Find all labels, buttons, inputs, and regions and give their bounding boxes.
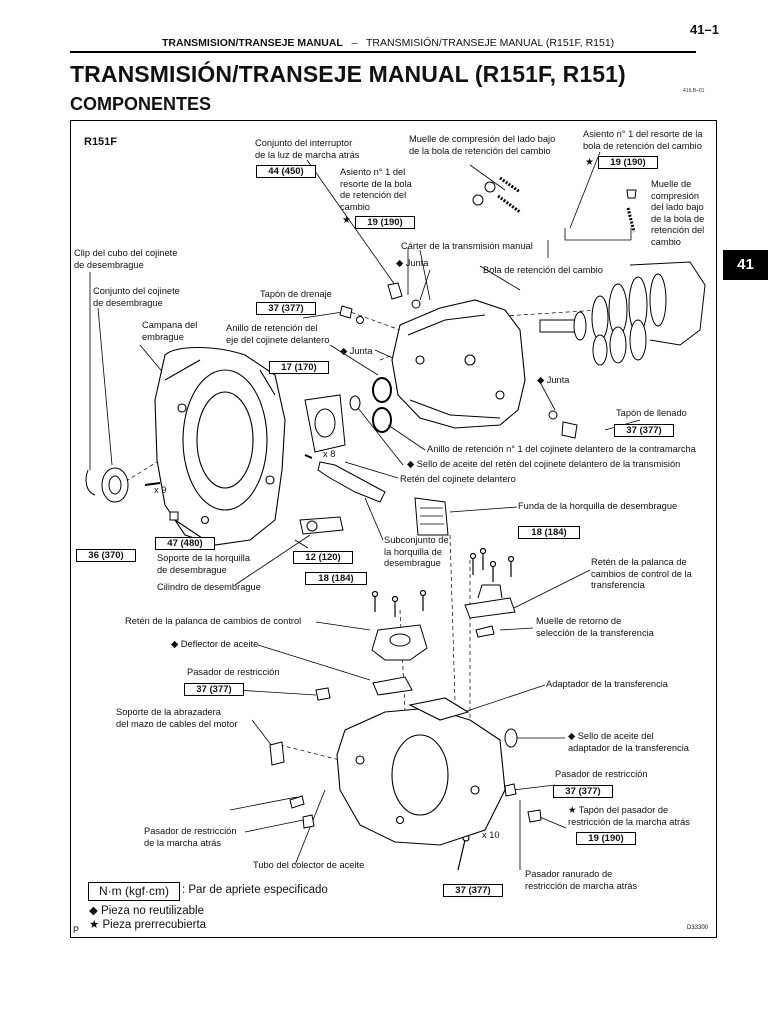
section-subtitle: COMPONENTES	[70, 94, 212, 114]
corner-letter: P	[73, 925, 80, 935]
torque-restrict-pin-2: 37 (377)	[553, 785, 613, 798]
torque-drain-plug: 37 (377)	[256, 302, 316, 315]
label-spring-seat-right: Asiento n° 1 del resorte de la bola de r…	[583, 129, 703, 151]
label-fork-support: Soporte de la horquilla de desembrague	[157, 553, 251, 575]
torque-spring-seat-mid: 19 (190)	[355, 216, 415, 229]
label-gasket-3: ◆ Junta	[537, 375, 570, 385]
label-drain-plug: Tapón de drenaje	[260, 289, 332, 299]
label-transmission-case: Cárter de la transmisión manual	[401, 241, 533, 251]
label-transfer-return-spring: Muelle de retorno de selección de la tra…	[536, 616, 654, 638]
label-gasket-1: ◆ Junta	[396, 258, 429, 268]
star-mark-mid: ★	[342, 215, 351, 226]
label-oil-deflector: ◆ Deflector de aceite	[171, 639, 259, 649]
label-adapter-oil-seal: ◆ Sello de aceite del adaptador de la tr…	[568, 731, 689, 753]
label-front-retainer-oil-seal: ◆ Sello de aceite del retén del cojinete…	[407, 459, 681, 469]
header-right: TRANSMISIÓN/TRANSEJE MANUAL (R151F, R151…	[366, 37, 615, 49]
label-oil-receiver-pipe: Tubo del colector de aceite	[253, 860, 365, 870]
torque-case-bolts: 37 (377)	[443, 884, 503, 897]
figure-frame	[70, 120, 717, 938]
torque-reverse-pin-plug: 19 (190)	[576, 832, 636, 845]
torque-filler-plug: 37 (377)	[614, 424, 674, 437]
torque-reverse-switch: 44 (450)	[256, 165, 316, 178]
model-label: R151F	[84, 136, 118, 148]
reference-code: 41ILB–01	[683, 88, 705, 94]
label-reverse-pin-plug: ★ Tapón del pasador de restricción de la…	[568, 805, 690, 827]
label-reverse-switch: Conjunto del interruptor de la luz de ma…	[255, 138, 360, 160]
header-separator: –	[351, 37, 358, 49]
label-front-bearing-retainer: Retén del cojinete delantero	[400, 474, 516, 484]
legend-non-reusable: ◆ Pieza no reutilizable	[89, 905, 204, 917]
running-header: TRANSMISION/TRANSEJE MANUAL – TRANSMISIÓ…	[162, 37, 614, 49]
label-restrict-pin: Pasador de restricción	[187, 667, 280, 677]
torque-spring-seat-right: 19 (190)	[598, 156, 658, 169]
label-reverse-restrict-pin: Pasador de restricción de la marcha atrá…	[144, 826, 237, 848]
label-low-side-spring-right: Muelle de compresión del lado bajo de la…	[651, 179, 705, 247]
label-release-fork-subassembly: Subconjunto de la horquilla de desembrag…	[384, 535, 449, 569]
label-filler-plug: Tapón de llenado	[616, 408, 687, 418]
torque-restrict-pin: 37 (377)	[184, 683, 244, 696]
label-clutch-housing: Campana del embrague	[142, 320, 198, 342]
label-control-lever-retainer: Retén de la palanca de cambios de contro…	[125, 616, 302, 626]
label-front-bearing-snap-ring: Anillo de retención del eje del cojinete…	[226, 323, 330, 345]
label-restrict-pin-2: Pasador de restricción	[555, 769, 648, 779]
label-bearing-clip: Clip del cubo del cojinete de desembragu…	[74, 248, 178, 270]
label-qty-x9: x 9	[154, 485, 167, 495]
label-release-fork-boot: Funda de la horquilla de desembrague	[518, 501, 678, 511]
figure-id: D33300	[687, 925, 709, 931]
label-transfer-adapter: Adaptador de la transferencia	[546, 679, 668, 689]
label-release-cylinder: Cilindro de desembrague	[157, 582, 261, 592]
label-gasket-2: ◆ Junta	[340, 346, 373, 356]
page-number: 41–1	[690, 22, 719, 37]
label-qty-x8: x 8	[323, 449, 336, 459]
legend-torque-unit: N·m (kgf·cm)	[88, 882, 180, 901]
label-wire-clamp-bracket: Soporte de la abrazadera del mazo de cab…	[116, 707, 238, 729]
label-qty-x10: x 10	[482, 830, 500, 840]
page-title: TRANSMISIÓN/TRANSEJE MANUAL (R151F, R151…	[70, 61, 626, 87]
label-slotted-spring-pin: Pasador ranurado de restricción de march…	[525, 869, 638, 891]
header-rule	[70, 51, 696, 53]
torque-snap-ring-area: 17 (170)	[269, 361, 329, 374]
torque-18b: 18 (184)	[305, 572, 367, 585]
label-spring-seat-mid: Asiento n° 1 del resorte de la bola de r…	[340, 167, 412, 212]
label-low-side-spring: Muelle de compresión del lado bajo de la…	[409, 134, 556, 156]
header-left: TRANSMISION/TRANSEJE MANUAL	[162, 37, 343, 49]
section-tab: 41	[723, 250, 768, 280]
torque-36: 36 (370)	[76, 549, 136, 562]
label-release-bearing: Conjunto del cojinete de desembrague	[93, 286, 180, 308]
torque-47: 47 (480)	[155, 537, 215, 550]
label-transfer-lever-retainer: Retén de la palanca de cambios de contro…	[591, 557, 692, 591]
legend-precoated: ★ Pieza prerrecubierta	[89, 919, 207, 931]
legend-torque-desc: : Par de apriete especificado	[182, 884, 328, 896]
torque-transfer-retainer-bolts: 18 (184)	[518, 526, 580, 539]
star-mark-right: ★	[585, 157, 594, 168]
label-detent-ball: Bola de retención del cambio	[483, 265, 603, 275]
label-counter-snap-ring: Anillo de retención n° 1 del cojinete de…	[427, 444, 696, 454]
torque-12: 12 (120)	[293, 551, 353, 564]
